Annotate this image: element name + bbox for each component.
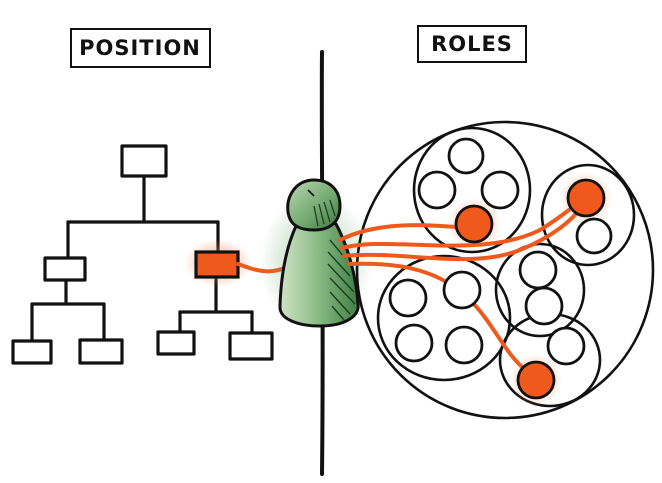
org-box-bottom-2 — [78, 338, 124, 365]
role-circle — [480, 170, 520, 210]
role-circle-active — [516, 360, 556, 400]
role-circle — [524, 286, 564, 326]
roles-title: ROLES — [417, 25, 527, 63]
person-head — [286, 178, 342, 232]
role-group-center — [494, 242, 586, 338]
org-box-bottom-1 — [11, 339, 53, 365]
roles-outer-circle — [355, 120, 655, 420]
role-circle — [388, 278, 428, 318]
role-circle — [444, 325, 484, 365]
roles-title-text: ROLES — [431, 32, 513, 56]
person-head-shading — [313, 199, 336, 227]
role-group-top — [412, 126, 532, 254]
role-circle — [575, 217, 613, 255]
role-group-left — [376, 254, 512, 382]
role-circle — [546, 326, 586, 366]
person-face-mark — [307, 189, 315, 197]
person-figure — [260, 178, 372, 332]
org-box-highlighted — [194, 250, 240, 279]
role-circle — [442, 270, 482, 310]
roles-title-box — [417, 25, 527, 63]
org-box-bottom-4 — [228, 331, 274, 361]
position-title-box — [70, 28, 211, 68]
roles-cluster — [338, 120, 655, 420]
position-title: POSITION — [70, 28, 211, 68]
role-circle-active — [566, 178, 606, 218]
role-circle — [447, 137, 485, 175]
role-circle — [417, 170, 457, 210]
position-title-text: POSITION — [79, 36, 201, 60]
role-circle — [394, 323, 434, 363]
role-circle — [518, 250, 558, 290]
org-box-bottom-3 — [156, 330, 196, 356]
org-chart — [11, 144, 274, 365]
role-circle-active — [454, 204, 494, 244]
org-box-mid-left — [43, 256, 87, 282]
org-box-top — [120, 144, 168, 178]
role-group-right — [540, 163, 636, 267]
person-body — [278, 219, 360, 328]
role-link-line — [342, 198, 588, 262]
